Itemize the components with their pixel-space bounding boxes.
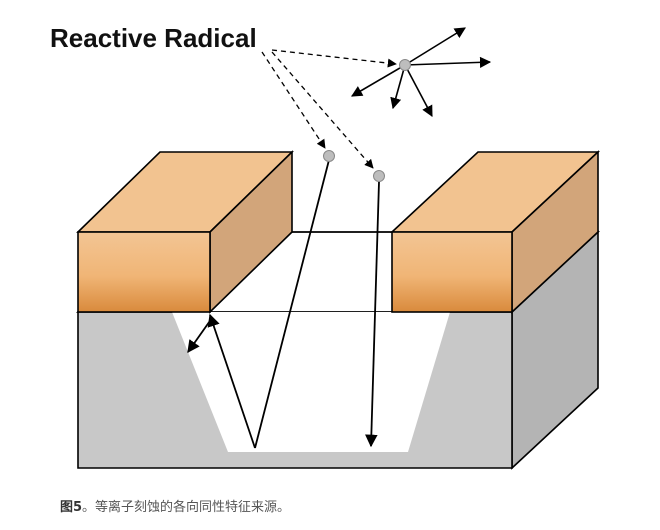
radical-b-incoming (365, 181, 380, 448)
right-mask-front-face (391, 231, 513, 313)
scatter-ray-1 (404, 27, 466, 66)
pointer-to-radical-a (261, 51, 326, 149)
reactive-radical-label: Reactive Radical (50, 23, 257, 53)
left-mask-front-face (77, 231, 211, 313)
label-pointers (261, 49, 397, 169)
scatter-ray-3 (351, 64, 406, 97)
pointer-to-radical-b (271, 51, 374, 169)
pointer-to-free-radical (271, 49, 397, 68)
right-mask-block (389, 150, 601, 314)
radical-b-particle (373, 170, 385, 182)
radical-a-trajectory (187, 159, 330, 449)
radical-a-bounce-sidewall (187, 317, 213, 354)
caption-text: 。等离子刻蚀的各向同性特征来源。 (82, 500, 291, 515)
scatter-ray-5 (404, 64, 433, 117)
radical-b-trajectory (365, 181, 380, 448)
radical-a-incoming (254, 159, 330, 449)
radical-a-bounce-up (207, 313, 256, 449)
etched-trench (172, 312, 450, 452)
radical-a-particle (323, 150, 335, 162)
figure-label: 图5 (60, 500, 83, 515)
free-radical-scatter (351, 27, 492, 117)
free-radical-particle (399, 59, 411, 71)
scatter-ray-2 (404, 56, 492, 68)
scatter-ray-4 (390, 64, 406, 110)
left-mask-block (76, 150, 294, 314)
figure-caption: 图5。等离子刻蚀的各向同性特征来源。 (60, 496, 290, 515)
